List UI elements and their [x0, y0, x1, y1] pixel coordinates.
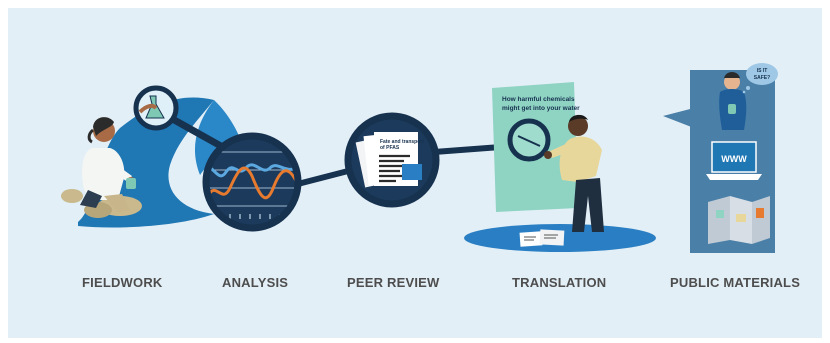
stage-label-analysis: ANALYSIS: [222, 275, 289, 290]
thought-bubble: [742, 63, 778, 94]
analysis-chart-circle: [202, 132, 302, 232]
translation-scene: How harmful chemicals might get into you…: [464, 82, 656, 252]
paper-title-line2: of PFAS: [380, 145, 400, 151]
scientist-fieldwork-figure: [61, 117, 142, 218]
paper-figure: [402, 164, 422, 180]
stage-label-public-materials: PUBLIC MATERIALS: [670, 275, 801, 290]
laptop-icon: [706, 141, 762, 180]
person-reading-figure: [719, 72, 747, 130]
public-materials-scene: IS IT SAFE? WWW: [663, 63, 778, 253]
stage-label-fieldwork: FIELDWORK: [82, 275, 163, 290]
stage-label-translation: TRANSLATION: [512, 275, 607, 290]
speech-pointer: [663, 108, 694, 128]
website-label: WWW: [721, 154, 747, 164]
poster-line1: How harmful chemicals: [502, 96, 575, 103]
fieldwork-magnifier: [133, 85, 179, 131]
thought-line2: SAFE?: [754, 75, 770, 81]
brochure-icon: [708, 196, 770, 244]
peer-review-circle: Fate and transport of PFAS: [344, 112, 440, 208]
stage-label-peer-review: PEER REVIEW: [347, 275, 440, 290]
person-translation-figure: [544, 114, 604, 232]
translation-magnifier: [507, 118, 551, 162]
analysis-orange-line: [206, 166, 298, 200]
floor-papers: [519, 229, 565, 247]
poster-line2: might get into your water: [502, 105, 580, 112]
paper-title-line1: Fate and transport: [380, 139, 424, 145]
blue-wave-highlight: [194, 100, 244, 175]
thought-line1: IS IT: [757, 68, 768, 74]
